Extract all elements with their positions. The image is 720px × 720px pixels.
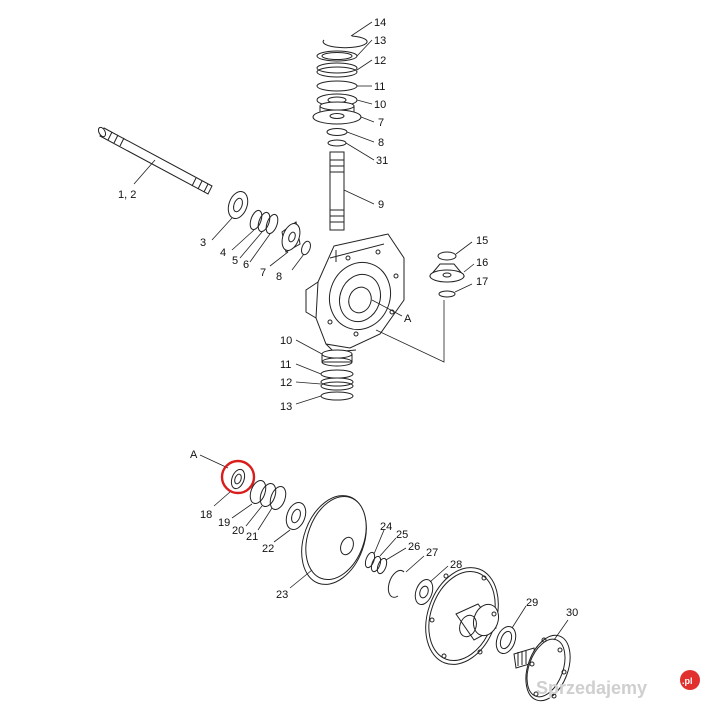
highlight-circle	[220, 459, 256, 495]
watermark-badge-text: .pl	[682, 676, 693, 686]
callout-16: 16	[476, 257, 488, 269]
callout-1-2: 1, 2	[118, 189, 136, 201]
callout-3: 3	[200, 237, 206, 249]
part-9-splines	[330, 159, 344, 223]
part-7-gear-left	[269, 221, 301, 267]
callout-7-left: 7	[260, 267, 266, 279]
vertical-stack	[312, 35, 368, 231]
input-shaft	[97, 126, 213, 195]
callout-28: 28	[450, 559, 462, 571]
part-28-bearing	[414, 565, 449, 606]
callout-6: 6	[243, 259, 249, 271]
part-27-circlip	[387, 555, 425, 598]
part-29-seal	[495, 605, 527, 655]
callout-A-top: A	[404, 313, 412, 325]
part-12-shim-b	[316, 66, 358, 78]
callout-25: 25	[396, 529, 408, 541]
part-11-shim-lower	[320, 369, 354, 379]
callout-9: 9	[378, 199, 384, 211]
watermark-badge	[680, 670, 700, 690]
part-13-shim-lower	[320, 391, 354, 401]
callout-8-left: 8	[276, 271, 282, 283]
part-22-bearing	[273, 501, 307, 543]
callout-10: 10	[374, 99, 386, 111]
part-1-2-end	[97, 126, 107, 138]
part-18-highlighted	[199, 454, 256, 507]
callout-29: 29	[526, 597, 538, 609]
callout-12: 12	[374, 55, 386, 67]
part-17-oring	[438, 290, 456, 298]
callout-labels: 14 13 12 11 10 7 8 31 9 1, 2 3 4 5 6 7 8…	[118, 17, 578, 619]
callout-5: 5	[232, 255, 238, 267]
part-3-bearing	[211, 190, 249, 241]
part-23-disc	[289, 495, 367, 589]
part-12-shim-lower	[320, 377, 354, 387]
callout-23: 23	[276, 589, 288, 601]
vertical-stack-leaders	[343, 21, 375, 205]
lower-vertical-stack	[295, 339, 354, 405]
part-7-gear-base	[312, 109, 362, 125]
callout-13-lower: 13	[280, 401, 292, 413]
callout-31: 31	[376, 155, 388, 167]
callout-8: 8	[378, 137, 384, 149]
callout-11-lower: 11	[280, 359, 291, 371]
callout-17: 17	[476, 276, 488, 288]
callout-A-bottom: A	[190, 449, 198, 461]
callout-13: 13	[374, 35, 386, 47]
callout-24: 24	[380, 521, 392, 533]
callout-11: 11	[374, 81, 385, 93]
part-31-ring	[327, 139, 347, 147]
parts-4-5-6-shims	[231, 209, 279, 263]
part-14-circlip	[322, 35, 368, 49]
callout-18: 18	[200, 509, 212, 521]
watermark: Sprzedajemy .pl	[536, 670, 700, 698]
callout-21: 21	[246, 531, 258, 543]
part-1-2-splines	[107, 131, 209, 193]
hub-housing	[425, 567, 500, 665]
parts-19-20-21-rings	[231, 479, 287, 531]
callout-7: 7	[378, 117, 384, 129]
part-11-shim	[316, 80, 358, 92]
callout-20: 20	[232, 525, 244, 537]
part-9-shaft	[329, 151, 345, 231]
callout-30: 30	[566, 607, 578, 619]
part-30-flange	[513, 619, 571, 702]
callout-15: 15	[476, 235, 488, 247]
gearbox-housing	[305, 233, 445, 363]
callout-26: 26	[408, 541, 420, 553]
part-15-seal	[437, 251, 457, 261]
callout-14: 14	[374, 17, 386, 29]
part-13-inner	[321, 52, 353, 60]
callout-27: 27	[426, 547, 438, 559]
parts-15-16-17	[428, 241, 475, 298]
callout-22: 22	[262, 543, 274, 555]
callout-4: 4	[220, 247, 226, 259]
part-12-shim	[316, 62, 358, 74]
callout-19: 19	[218, 517, 230, 529]
part-7-gear-top	[319, 101, 355, 111]
watermark-text: Sprzedajemy	[536, 678, 647, 698]
part-7-gear-bore	[329, 113, 345, 119]
part-8-oring-left	[291, 240, 311, 271]
part-8-oring	[326, 128, 348, 136]
callout-10-lower: 10	[280, 335, 292, 347]
callout-12-lower: 12	[280, 377, 292, 389]
parts-24-25-26	[364, 529, 407, 575]
